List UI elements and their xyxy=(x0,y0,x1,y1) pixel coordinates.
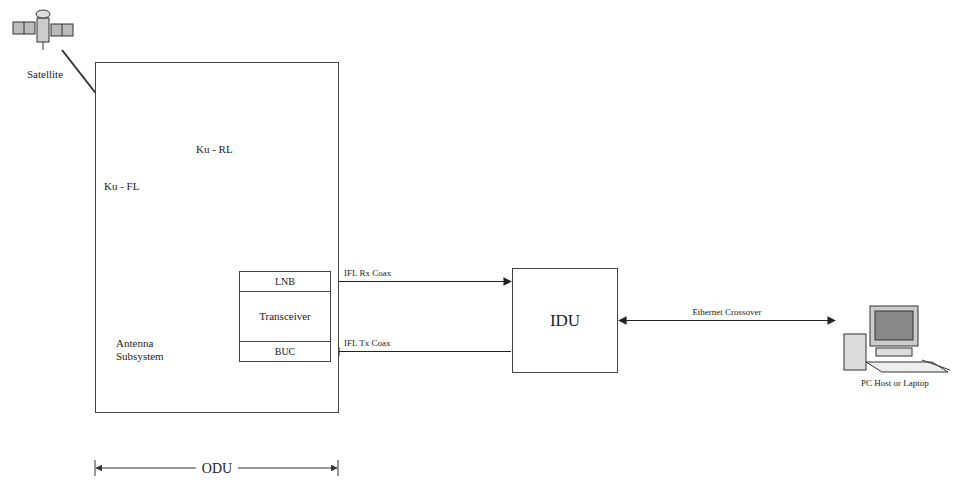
node-text: LNB xyxy=(275,276,295,288)
pc-drawing xyxy=(836,300,954,376)
node-text: ODU xyxy=(196,460,238,477)
node-text: Satellite xyxy=(5,68,85,81)
edge-label: IFL Rx Coax xyxy=(342,268,393,279)
transceiver-box: Transceiver xyxy=(239,291,331,342)
node-text: PC Host or Laptop xyxy=(836,378,954,389)
buc-box: BUC xyxy=(239,341,331,362)
node-text: BUC xyxy=(275,346,296,358)
node-text: IDU xyxy=(550,311,580,331)
part-name: Antenna Subsystem xyxy=(116,337,176,363)
idu-box: IDU xyxy=(512,268,618,373)
edge-label: IFL Tx Coax xyxy=(342,338,393,349)
signal-label: Ku - RL xyxy=(196,143,233,156)
pc-icon: PC Host or Laptop xyxy=(836,300,954,392)
coax-connector xyxy=(619,320,835,321)
signal-label: Ku - FL xyxy=(104,180,139,193)
lnb-box: LNB xyxy=(239,271,331,292)
edge-label: Ethernet Crossover xyxy=(690,307,763,318)
odu-bracket-tick xyxy=(95,460,96,476)
satellite-icon: Satellite xyxy=(5,2,85,84)
coax-connector xyxy=(332,281,511,282)
node-text: Transceiver xyxy=(259,310,311,323)
coax-connector xyxy=(332,351,511,352)
satellite-drawing xyxy=(5,2,85,64)
odu-bracket-tick xyxy=(338,460,339,476)
